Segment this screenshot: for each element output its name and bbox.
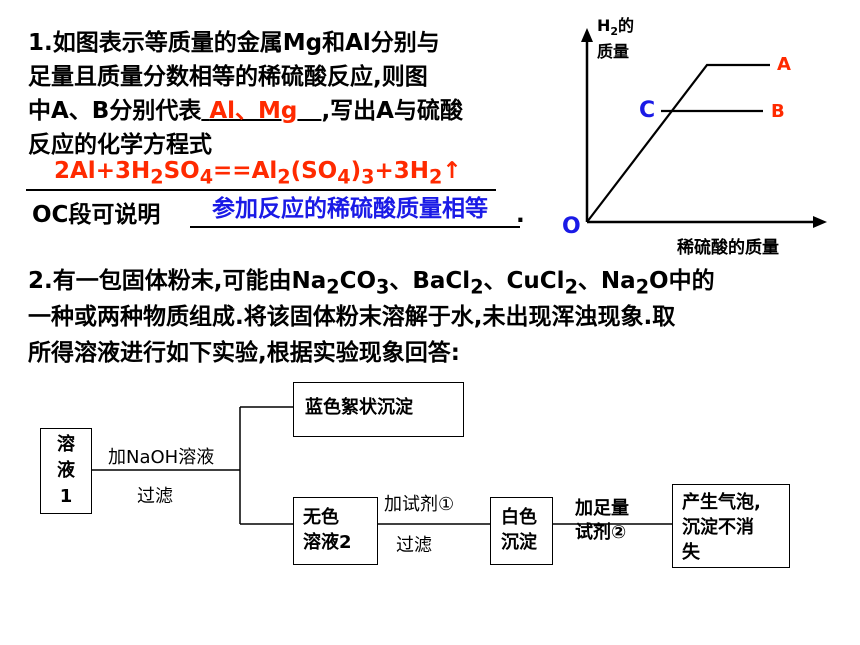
q1-line2: 足量且质量分数相等的稀硫酸反应,则图 bbox=[28, 64, 428, 90]
white-precipitate-box: 白色 沉淀 bbox=[490, 497, 553, 565]
blue-precipitate-box: 蓝色絮状沉淀 bbox=[293, 382, 464, 437]
y-axis-arrow bbox=[581, 28, 593, 42]
series-b-label: B bbox=[771, 101, 785, 122]
result-box: 产生气泡, 沉淀不消 失 bbox=[672, 484, 790, 568]
y-axis-label: H2的 质量 bbox=[597, 16, 635, 62]
step2-reagent: 加试剂① bbox=[384, 494, 455, 515]
answer-1: Al、Mg bbox=[209, 98, 298, 124]
x-axis-label: 稀硫酸的质量 bbox=[677, 238, 779, 258]
q1-line3: 中A、B分别代表 Al、Mg ,写出A与硫酸 bbox=[28, 96, 463, 126]
x-axis-arrow bbox=[813, 216, 827, 228]
colorless-solution-box: 无色 溶液2 bbox=[293, 497, 378, 565]
q2-line3: 所得溶液进行如下实验,根据实验现象回答: bbox=[28, 340, 460, 366]
step2-filter: 过滤 bbox=[396, 535, 432, 556]
series-a-label: A bbox=[777, 54, 791, 75]
oc-pre: OC段可说明 bbox=[32, 202, 161, 228]
q1-line1: 1.如图表示等质量的金属Mg和Al分别与 bbox=[28, 30, 440, 56]
solution-1-box: 溶 液 1 bbox=[40, 428, 92, 514]
q1-line3-post: ,写出A与硫酸 bbox=[321, 98, 463, 124]
step1-reagent: 加NaOH溶液 bbox=[108, 447, 215, 468]
answer-blank-1: Al、Mg bbox=[201, 98, 321, 124]
chemical-equation: 2Al+3H2SO4==Al2(SO4)3+3H2↑ bbox=[54, 158, 462, 189]
step3-reagent: 加足量 试剂② bbox=[575, 498, 629, 543]
q2-line1: 2.有一包固体粉末,可能由Na2CO3、BaCl2、CuCl2、Na2O中的 bbox=[28, 268, 715, 299]
point-c-label: C bbox=[639, 98, 656, 123]
oc-line: OC段可说明 bbox=[32, 200, 160, 230]
step1-filter: 过滤 bbox=[137, 486, 173, 507]
origin-label: O bbox=[562, 214, 581, 239]
oc-post: . bbox=[516, 202, 525, 228]
series-a-line bbox=[586, 63, 770, 223]
q1-line4: 反应的化学方程式 bbox=[28, 132, 212, 158]
q1-line3-pre: 中A、B分别代表 bbox=[28, 98, 202, 124]
q2-line2: 一种或两种物质组成.将该固体粉末溶解于水,未出现浑浊现象.取 bbox=[28, 304, 676, 330]
answer-2: 参加反应的稀硫酸质量相等 bbox=[212, 196, 488, 222]
